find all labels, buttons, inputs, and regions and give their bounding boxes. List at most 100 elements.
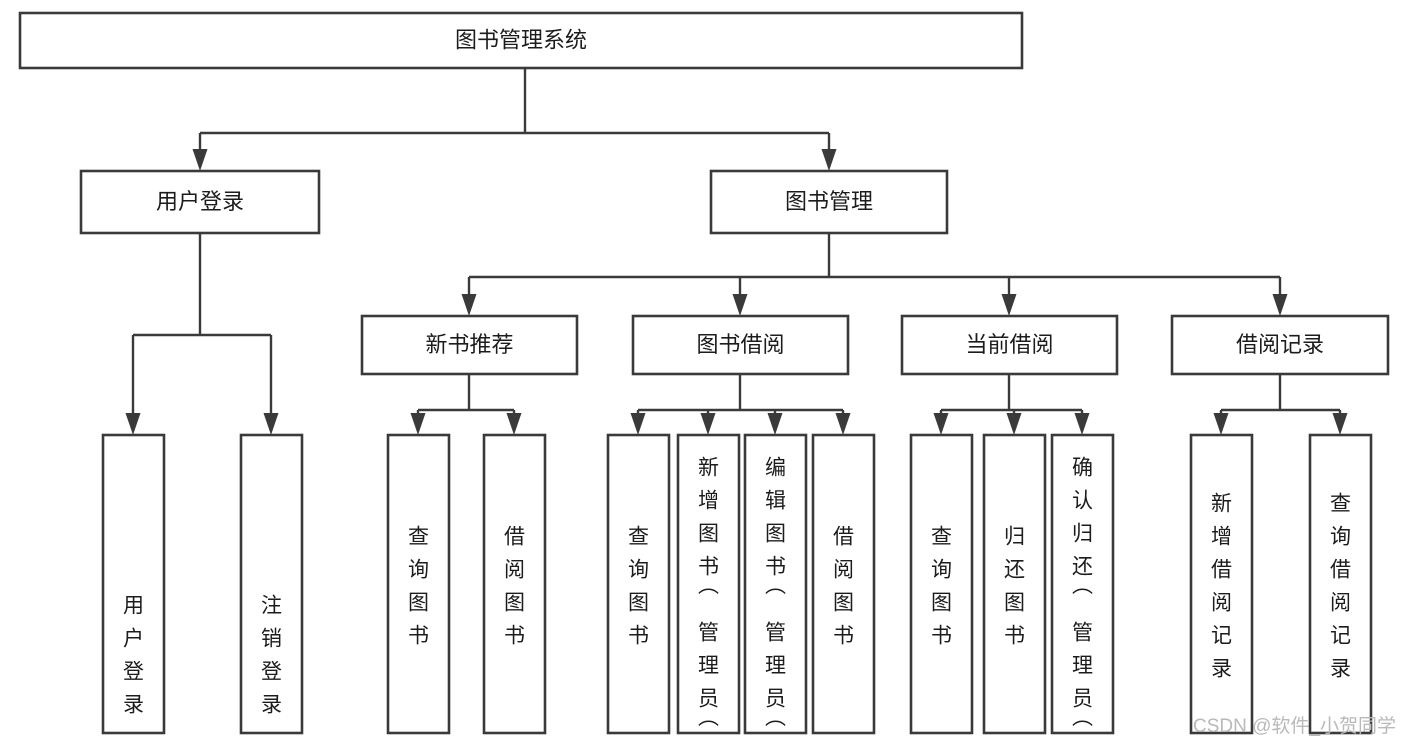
node-label: 新增借阅记录 — [1211, 493, 1232, 681]
node-label: 用户登录 — [156, 189, 244, 214]
watermark-layer: CSDN @软件_小贺同学 — [1193, 715, 1396, 737]
node-box[interactable] — [982, 433, 1047, 735]
node-box[interactable] — [900, 314, 1119, 376]
feature-node-新增图书管理员[interactable]: 新增图书⌒管理员⌒ — [676, 433, 741, 744]
node-label-char: 销 — [261, 628, 282, 651]
node-label-char: 辑 — [765, 490, 786, 513]
connector-arrowhead — [700, 413, 716, 435]
feature-node-确认归还管理员[interactable]: 确认归还⌒管理员⌒ — [1050, 433, 1115, 744]
node-label-char: 图 — [698, 523, 719, 546]
connector-arrowhead — [263, 413, 279, 435]
node-label-char: 确 — [1072, 457, 1093, 480]
node-label: 当前借阅 — [965, 332, 1053, 357]
node-label-char: 登 — [123, 661, 144, 684]
feature-node-编辑图书管理员[interactable]: 编辑图书⌒管理员⌒ — [743, 433, 808, 744]
node-label: 借阅记录 — [1236, 332, 1324, 357]
connector-arrowhead — [410, 413, 426, 435]
node-label-char: 录 — [123, 694, 144, 717]
feature-node-查询图书[interactable]: 查询图书 — [909, 433, 974, 735]
node-label-char: 借 — [1330, 559, 1351, 582]
node-box[interactable] — [1308, 433, 1373, 735]
feature-node-查询借阅记录[interactable]: 查询借阅记录 — [1308, 433, 1373, 735]
feature-node-注销登录[interactable]: 注销登录 — [239, 433, 304, 735]
node-label-char: 录 — [1330, 658, 1351, 681]
node-label: 查询图书 — [931, 526, 952, 648]
node-box[interactable] — [743, 433, 808, 735]
feature-node-查询图书[interactable]: 查询图书 — [606, 433, 671, 735]
node-label-char: ⌒ — [698, 721, 719, 744]
node-box[interactable] — [1189, 433, 1254, 735]
node-label-char: 书 — [408, 625, 429, 648]
node-label-char: 查 — [408, 526, 429, 549]
feature-node-新增借阅记录[interactable]: 新增借阅记录 — [1189, 433, 1254, 735]
node-label: 编辑图书⌒管理员⌒ — [765, 457, 786, 744]
node-box[interactable] — [1050, 433, 1115, 735]
root-node-图书管理系统[interactable]: 图书管理系统 — [18, 11, 1024, 70]
node-label-char: 书 — [833, 625, 854, 648]
connector-arrowhead — [732, 294, 748, 316]
connector-arrowhead — [125, 413, 141, 435]
node-box[interactable] — [101, 433, 166, 735]
node-label-char: 图 — [931, 592, 952, 615]
node-box[interactable] — [18, 11, 1024, 70]
module-node-图书管理[interactable]: 图书管理 — [709, 169, 949, 235]
node-label-char: 员 — [698, 688, 719, 711]
node-box[interactable] — [709, 169, 949, 235]
node-box[interactable] — [482, 433, 547, 735]
node-label-char: 注 — [261, 595, 282, 618]
node-label-char: 录 — [1211, 658, 1232, 681]
node-box[interactable] — [631, 314, 850, 376]
node-label-char: 编 — [765, 457, 786, 480]
node-label: 查询借阅记录 — [1330, 493, 1351, 681]
node-label-char: 登 — [261, 661, 282, 684]
node-label-char: 管 — [765, 622, 786, 645]
node-label-char: 还 — [1072, 556, 1093, 579]
connector-arrowhead — [506, 413, 522, 435]
connector-arrowhead — [821, 149, 837, 171]
node-box[interactable] — [676, 433, 741, 735]
node-label-char: 借 — [833, 526, 854, 549]
submodule-node-图书借阅[interactable]: 图书借阅 — [631, 314, 850, 376]
connector-root-to-level2 — [192, 68, 837, 171]
feature-node-借阅图书[interactable]: 借阅图书 — [482, 433, 547, 735]
node-label-char: 用 — [123, 595, 144, 618]
node-label-char: 增 — [1211, 526, 1232, 549]
node-box[interactable] — [811, 433, 876, 735]
feature-node-归还图书[interactable]: 归还图书 — [982, 433, 1047, 735]
module-node-用户登录[interactable]: 用户登录 — [79, 169, 321, 235]
node-label-char: 书 — [931, 625, 952, 648]
node-label-char: 理 — [1072, 655, 1093, 678]
feature-node-查询图书[interactable]: 查询图书 — [386, 433, 451, 735]
feature-node-借阅图书[interactable]: 借阅图书 — [811, 433, 876, 735]
node-label-char: 图 — [628, 592, 649, 615]
node-label-char: 图 — [765, 523, 786, 546]
node-label-char: 询 — [1330, 526, 1351, 549]
node-box[interactable] — [1170, 314, 1390, 376]
node-label-char: 书 — [1004, 625, 1025, 648]
node-label-char: ⌒ — [765, 721, 786, 744]
node-label: 查询图书 — [628, 526, 649, 648]
node-label-char: 书 — [698, 556, 719, 579]
node-label-char: ⌒ — [1072, 721, 1093, 744]
connector-arrowhead — [1332, 413, 1348, 435]
node-box[interactable] — [239, 433, 304, 735]
submodule-node-新书推荐[interactable]: 新书推荐 — [360, 314, 579, 376]
node-label: 归还图书 — [1004, 526, 1025, 648]
node-box[interactable] — [606, 433, 671, 735]
node-label-char: 认 — [1072, 490, 1093, 513]
feature-node-用户登录[interactable]: 用户登录 — [101, 433, 166, 735]
node-label: 查询图书 — [408, 526, 429, 648]
node-label-char: 阅 — [1330, 592, 1351, 615]
connector-borrow-record-to-leaves — [1213, 374, 1348, 435]
node-label-char: 记 — [1330, 625, 1351, 648]
node-box[interactable] — [360, 314, 579, 376]
connector-borrow-to-leaves — [630, 374, 851, 435]
node-box[interactable] — [79, 169, 321, 235]
node-box[interactable] — [909, 433, 974, 735]
node-label-char: 询 — [931, 559, 952, 582]
submodule-node-当前借阅[interactable]: 当前借阅 — [900, 314, 1119, 376]
node-box[interactable] — [386, 433, 451, 735]
node-label-char: 图 — [408, 592, 429, 615]
submodule-node-借阅记录[interactable]: 借阅记录 — [1170, 314, 1390, 376]
